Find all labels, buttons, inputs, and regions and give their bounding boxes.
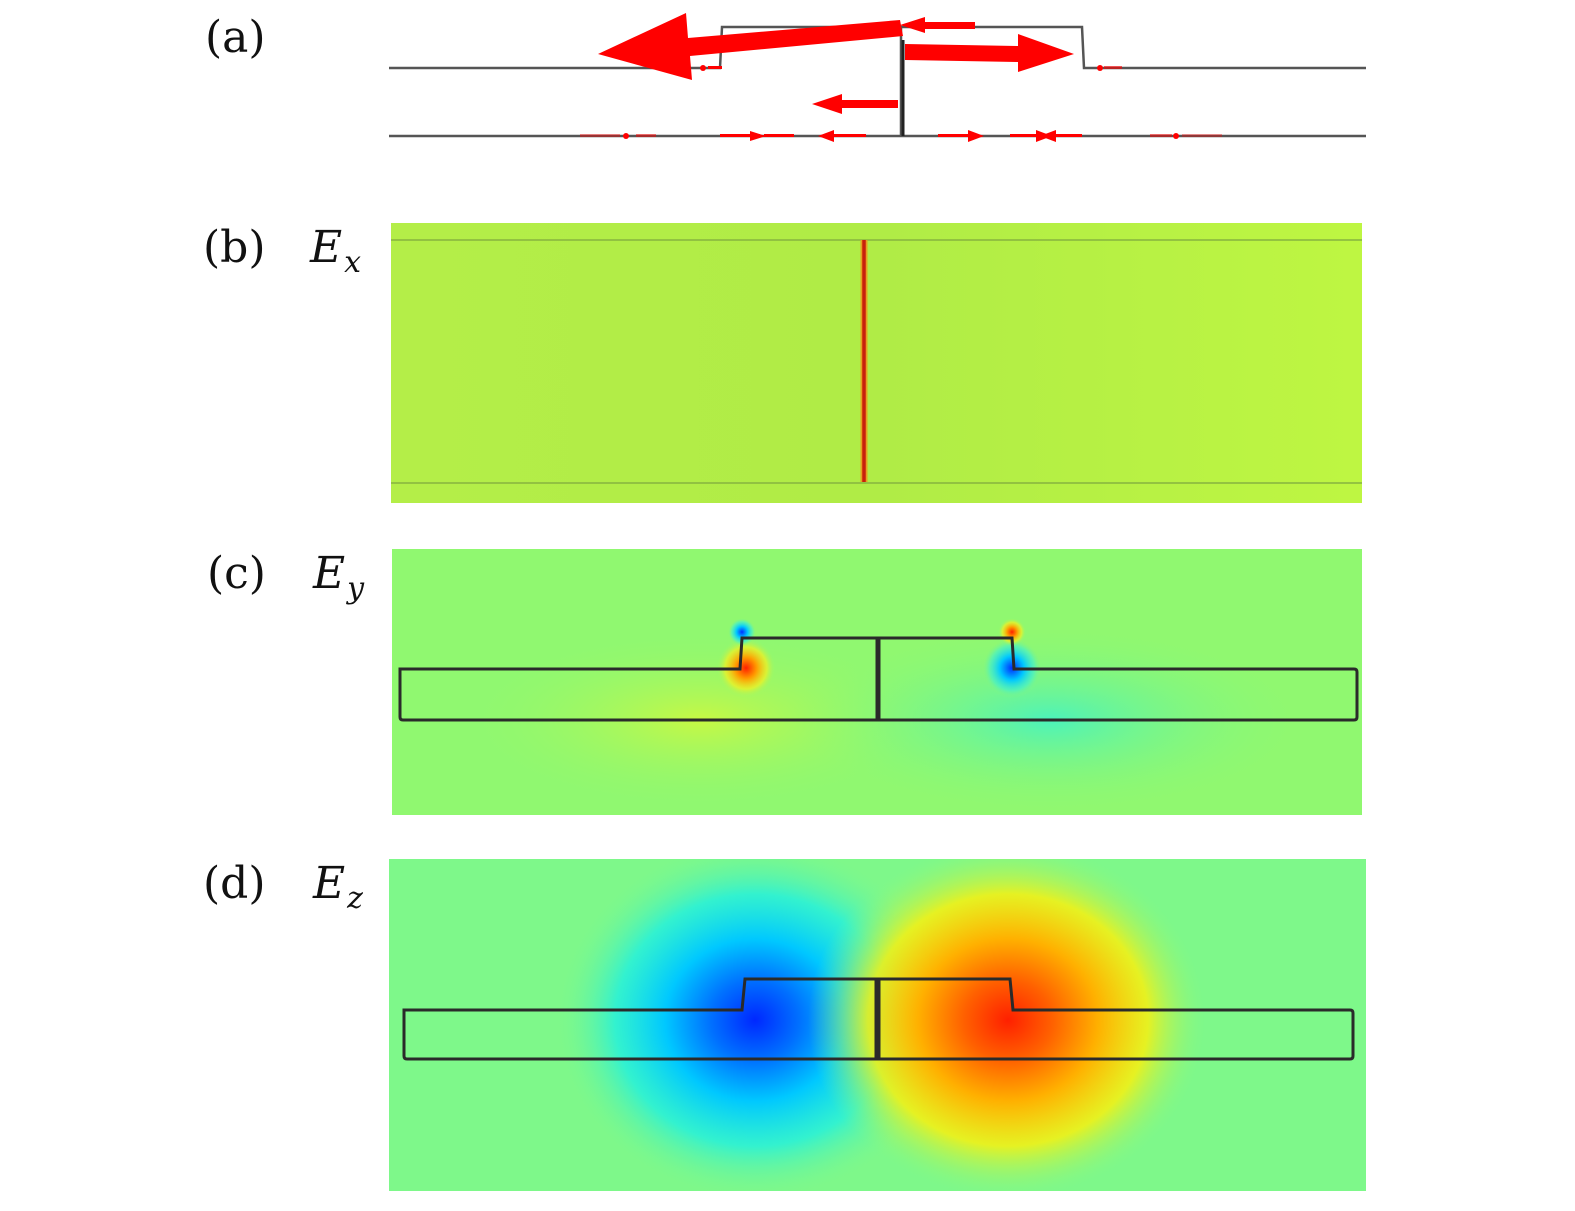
field-symbol-ez: Ez [313,862,363,914]
field-symbol-ey: Ey [313,552,364,604]
panel-a-vector-diagram [389,13,1366,142]
panel-c-structure-outline [398,636,1359,722]
field-symbol-ex: Ex [310,226,361,278]
panel-c-ey-field-map [392,549,1362,815]
ey-negative-hotspot-right [982,638,1042,698]
panel-label-b: (b) [203,222,266,273]
top-small-arrow [900,17,975,33]
panel-b-ex-field-map [391,223,1362,503]
field-symbol-ey-sub: y [347,571,365,606]
panel-d-ez-field-map [389,859,1366,1191]
panel-a-outline [389,25,1366,138]
ez-positive-lobe [808,859,1208,1191]
bottom-line-marks [580,65,1222,142]
panel-d-structure-outline [402,977,1355,1061]
panel-b-background [391,223,1362,503]
mid-left-arrow [812,94,898,114]
panel-label-d: (d) [203,858,266,909]
large-left-arrow [598,13,903,80]
field-symbol-ex-base: E [310,222,343,273]
field-symbol-ey-base: E [313,548,346,599]
panel-label-c: (c) [207,548,266,599]
field-symbol-ez-sub: z [347,881,363,916]
field-symbol-ez-base: E [313,858,346,909]
panel-a-right-outline [901,25,1366,70]
field-symbol-ex-sub: x [344,245,362,280]
ey-positive-hotspot-left [716,638,776,698]
panel-a-left-outline [389,25,903,136]
panel-label-a: (a) [205,12,266,63]
right-arrow [905,34,1074,72]
